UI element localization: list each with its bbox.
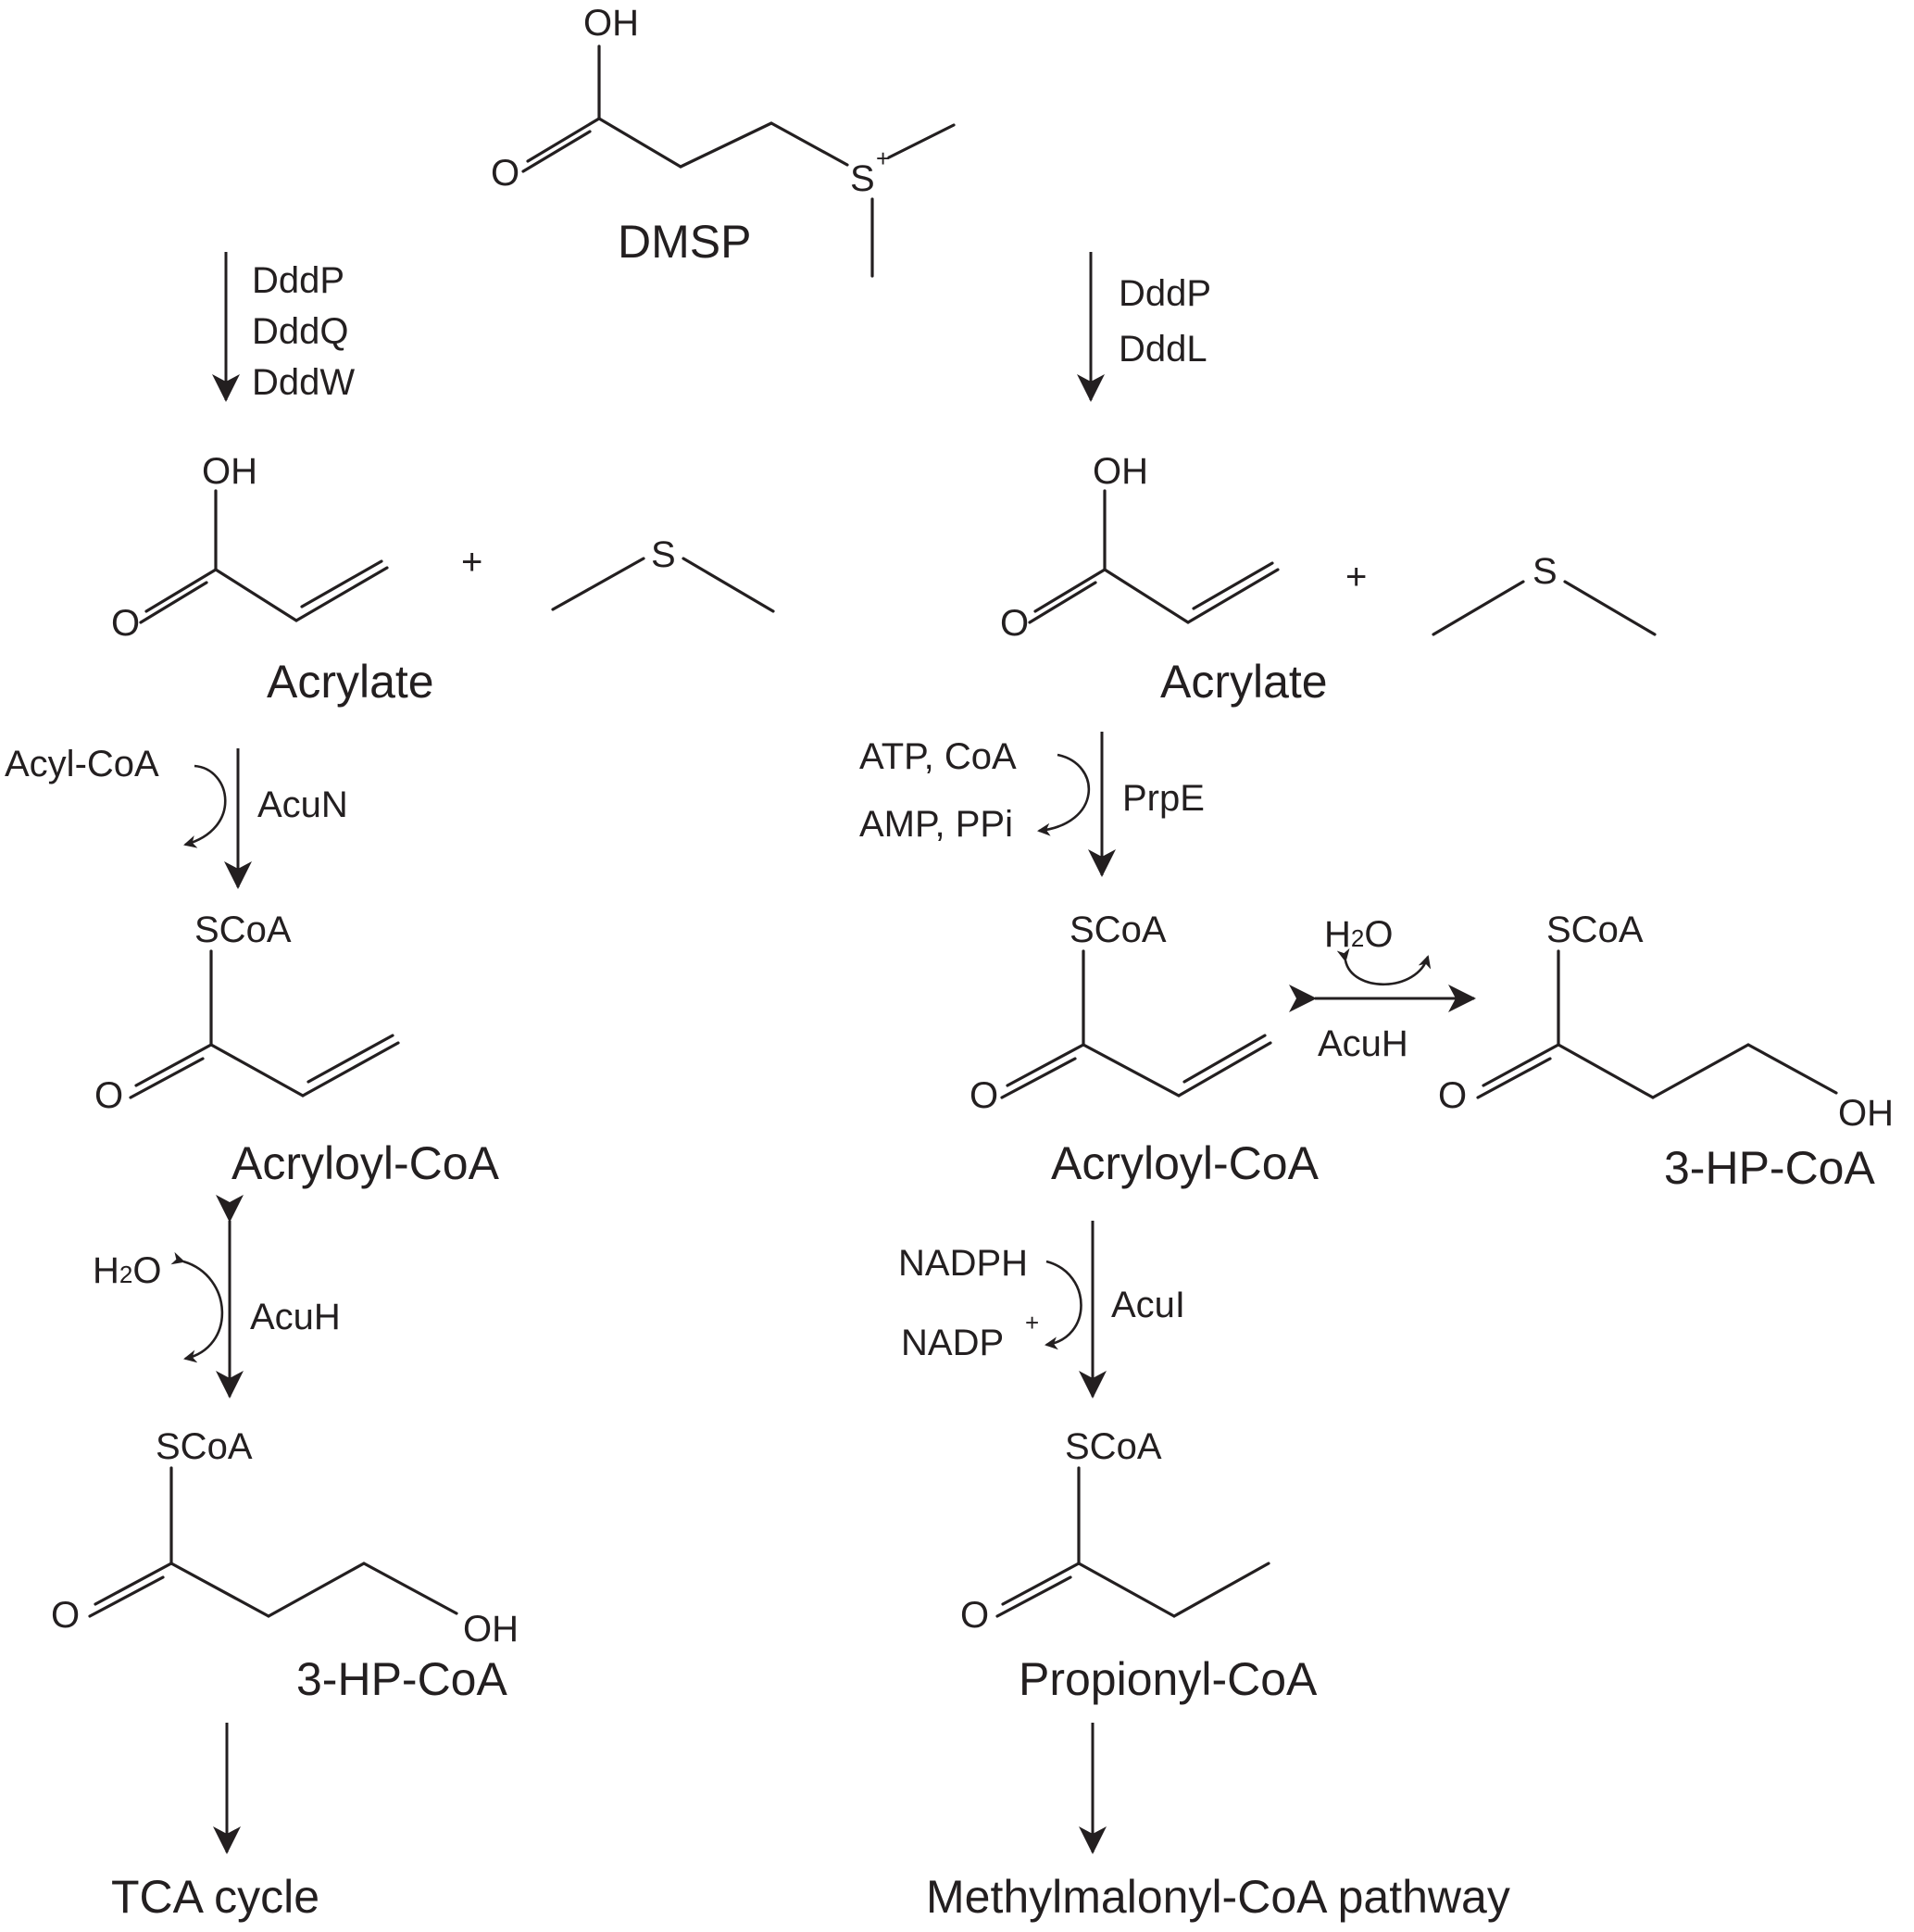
acuh-left-curved-arrow <box>170 1251 224 1363</box>
hp-right-scoa-label: SCoA <box>1546 910 1644 950</box>
acrylate-right-structure: OH O <box>1000 451 1280 644</box>
acyl-coa-curved-arrow <box>183 764 227 848</box>
acui-label: AcuI <box>1111 1285 1185 1325</box>
dmsp-name: DMSP <box>618 216 751 268</box>
dms-left-s-label: S <box>651 534 676 575</box>
propionyl-scoa-label: SCoA <box>1065 1426 1162 1467</box>
acuh-left-label: AcuH <box>250 1297 341 1337</box>
acrylate-right-o-label: O <box>1000 603 1029 644</box>
nadp-charge-label: + <box>1025 1309 1039 1336</box>
dmsp-structure: OH O S + <box>491 3 956 278</box>
dms-right-s-label: S <box>1532 551 1557 592</box>
plus-sign-left: + <box>461 542 482 583</box>
nadph-label: NADPH <box>898 1243 1028 1284</box>
propionyl-o-label: O <box>960 1595 989 1636</box>
prpe-label: PrpE <box>1122 778 1205 819</box>
dmsp-o-label: O <box>491 153 519 194</box>
atp-coa-label: ATP, CoA <box>859 736 1017 777</box>
acrylate-left-name: Acrylate <box>267 656 434 708</box>
dmsp-s-label: S <box>850 158 875 199</box>
acryloyl-left-structure: SCoA O <box>94 910 400 1116</box>
hp-left-oh-label: OH <box>463 1609 519 1650</box>
dms-right-structure: S <box>1432 551 1657 636</box>
acun-label: AcuN <box>257 784 348 825</box>
acrylate-left-structure: OH O <box>111 451 389 644</box>
left-enzyme-3: DddW <box>252 362 355 403</box>
hp-left-scoa-label: SCoA <box>156 1426 253 1467</box>
right-enzyme-1: DddP <box>1119 273 1211 314</box>
acrylate-right-name: Acrylate <box>1160 656 1328 708</box>
acryloyl-right-name: Acryloyl-CoA <box>1051 1137 1320 1189</box>
hp-right-name: 3-HP-CoA <box>1664 1142 1875 1194</box>
nadph-curved-arrow <box>1045 1260 1082 1350</box>
acryloyl-right-scoa-label: SCoA <box>1070 910 1167 950</box>
hp-right-oh-label: OH <box>1838 1093 1894 1134</box>
dmsp-charge-label: + <box>876 144 890 172</box>
atp-curved-arrow <box>1037 753 1090 836</box>
hp-right-structure: SCoA O OH <box>1438 910 1894 1134</box>
nadp-label: NADP <box>901 1323 1004 1363</box>
acryloyl-left-o-label: O <box>94 1075 123 1116</box>
right-enzyme-2: DddL <box>1119 329 1207 370</box>
acryloyl-left-scoa-label: SCoA <box>194 910 292 950</box>
acuh-right-label: AcuH <box>1318 1023 1408 1064</box>
amp-ppi-label: AMP, PPi <box>859 804 1013 845</box>
acyl-coa-label: Acyl-CoA <box>5 744 159 784</box>
left-enzyme-1: DddP <box>252 260 344 301</box>
left-enzyme-2: DddQ <box>252 311 349 352</box>
tca-cycle-label: TCA cycle <box>111 1871 319 1923</box>
plus-sign-right: + <box>1345 557 1367 597</box>
propionyl-structure: SCoA O <box>960 1426 1270 1636</box>
h2o-left-label: H2O <box>93 1250 161 1291</box>
dmsp-oh-label: OH <box>583 3 639 44</box>
acryloyl-right-structure: SCoA O <box>970 910 1272 1116</box>
acrylate-left-o-label: O <box>111 603 140 644</box>
acrylate-left-oh-label: OH <box>202 451 257 492</box>
hp-left-o-label: O <box>51 1595 80 1636</box>
hp-right-o-label: O <box>1438 1075 1467 1116</box>
hp-left-name: 3-HP-CoA <box>296 1653 507 1705</box>
acryloyl-left-name: Acryloyl-CoA <box>231 1137 500 1189</box>
acuh-right-curved-arrow <box>1336 947 1432 986</box>
propionyl-name: Propionyl-CoA <box>1019 1653 1318 1705</box>
acryloyl-right-o-label: O <box>970 1075 998 1116</box>
methylmalonyl-pathway-label: Methylmalonyl-CoA pathway <box>926 1871 1510 1923</box>
h2o-right-label: H2O <box>1324 914 1393 955</box>
hp-left-structure: SCoA O OH <box>51 1426 519 1650</box>
acrylate-right-oh-label: OH <box>1093 451 1148 492</box>
dms-left-structure: S <box>551 534 775 613</box>
